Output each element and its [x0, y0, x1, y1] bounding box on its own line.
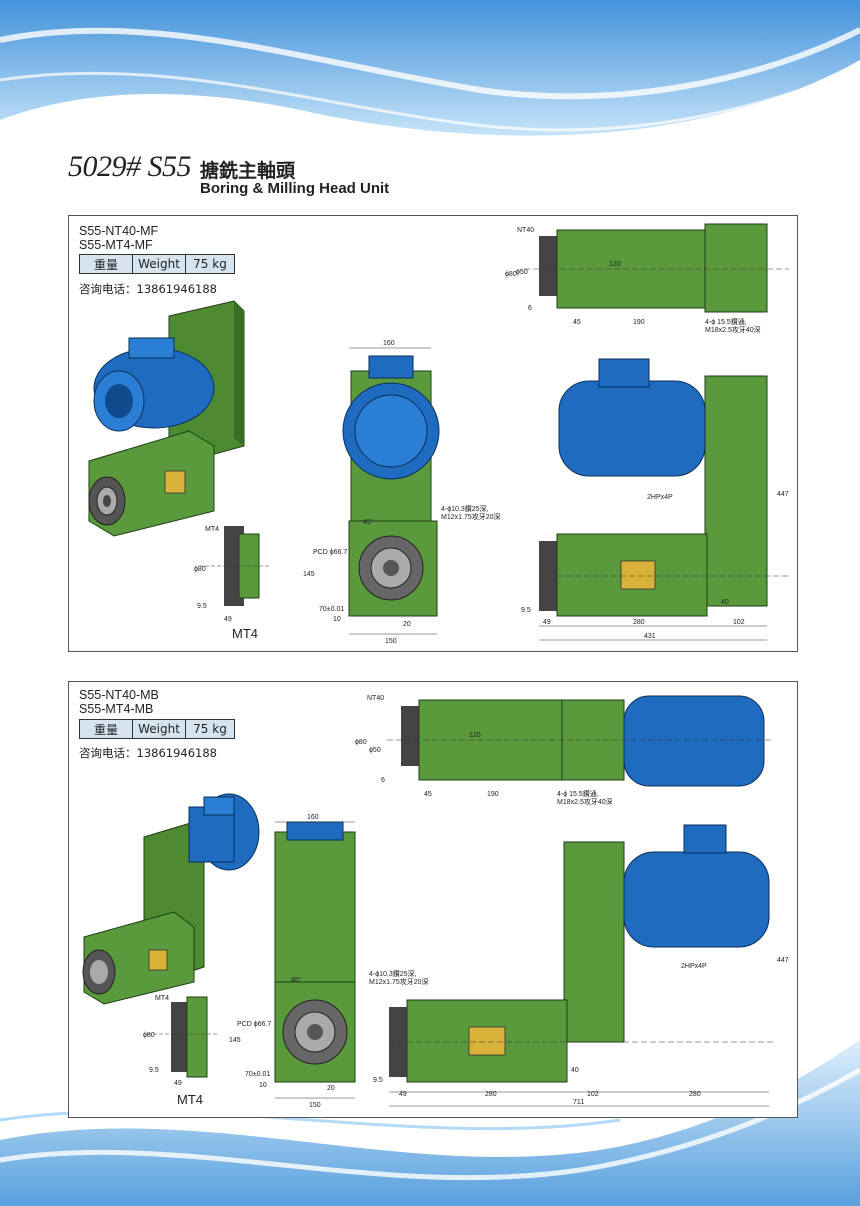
dim-9-5-side: 9.5	[373, 1077, 383, 1084]
panel-mb-drawings: MT4 ϕ80 9.5 49 MT4 160 45° PCD ϕ66.7 145…	[82, 695, 789, 1109]
side-view: 2HPx4P 447 40 9.5 49 280 102 280 711	[373, 824, 789, 1107]
weight-value: 75 kg	[185, 719, 235, 739]
dim-hole2: M18x2.5攻牙40深	[705, 325, 761, 334]
dim-tap2: M12x1.75攻牙20深	[369, 977, 429, 986]
dim-total: 431	[644, 633, 656, 640]
contact-phone: 咨询电话：13861946188	[79, 746, 217, 760]
dim-49-side: 49	[399, 1091, 407, 1098]
dim-tap1: 4-ϕ10.3鑽25深,	[369, 969, 417, 978]
dim-447: 447	[777, 491, 789, 498]
dim-d80: ϕ80	[194, 566, 206, 573]
dim-tap1: 4-ϕ10.3鑽25深,	[441, 504, 489, 513]
dim-45deg: 45°	[363, 518, 374, 526]
dim-nt40: NT40	[367, 695, 384, 702]
dim-20: 20	[327, 1085, 335, 1092]
weight-table: 重量 Weight 75 kg	[79, 254, 235, 274]
panel-mf-drawings: MT4 ϕ80 9.5 49 MT4 160 45° PCD ϕ66.7 145…	[88, 223, 789, 645]
iso-view	[82, 793, 260, 1005]
dim-total: 711	[573, 1099, 584, 1106]
dim-hole1: 4-ϕ 15.5鑽通,	[557, 789, 599, 798]
weight-value: 75 kg	[185, 254, 235, 274]
mt4-view: MT4 ϕ80 9.5 49 MT4	[143, 995, 219, 1107]
dim-102: 102	[733, 619, 745, 626]
dim-hp: 2HPx4P	[647, 494, 673, 501]
dim-70: 70±0.01	[319, 606, 344, 613]
dim-20: 20	[403, 621, 411, 628]
dim-10: 10	[333, 616, 341, 623]
dim-70: 70±0.01	[245, 1071, 270, 1078]
dim-160: 160	[383, 340, 395, 347]
dim-190: 190	[487, 791, 499, 798]
panel-mb: MT4 ϕ80 9.5 49 MT4 160 45° PCD ϕ66.7 145…	[68, 681, 798, 1118]
panel-mf: MT4 ϕ80 9.5 49 MT4 160 45° PCD ϕ66.7 145…	[68, 215, 798, 652]
dim-40: 40	[571, 1067, 579, 1074]
dim-mt4: MT4	[155, 995, 169, 1002]
dim-49: 49	[174, 1080, 182, 1087]
weight-label-en: Weight	[132, 719, 186, 739]
iso-view	[88, 300, 245, 537]
weight-table: 重量 Weight 75 kg	[79, 719, 235, 739]
weight-label-en: Weight	[132, 254, 186, 274]
dim-145: 145	[229, 1037, 241, 1044]
contact-phone: 咨询电话：13861946188	[79, 282, 217, 296]
dim-hole2: M18x2.5攻牙40深	[557, 797, 613, 806]
model-name: S55-NT40-MB	[79, 688, 159, 702]
dim-447: 447	[777, 957, 789, 964]
dim-49-side: 49	[543, 619, 551, 626]
dim-9-5: 9.5	[149, 1067, 159, 1074]
dim-pcd: PCD ϕ66.7	[313, 549, 347, 556]
front-view: 160 45° PCD ϕ66.7 145 70±0.01 10 20 150 …	[229, 814, 429, 1109]
weight-label-cn: 重量	[79, 254, 133, 274]
dim-280: 280	[633, 619, 645, 626]
weight-label-cn: 重量	[79, 719, 133, 739]
mt4-label: MT4	[232, 626, 258, 641]
dim-49: 49	[224, 616, 232, 623]
side-view: 2HPx4P 447 40 9.5 49 280 102 431	[521, 358, 789, 641]
dim-45: 45	[573, 319, 581, 326]
dim-120: 120	[609, 261, 621, 268]
dim-mt4: MT4	[205, 526, 219, 533]
dim-hole1: 4-ϕ 15.5鑽通,	[705, 317, 747, 326]
dim-190: 190	[633, 319, 645, 326]
dim-45deg: 45°	[291, 976, 302, 984]
dim-d80-top: ϕ80	[505, 271, 517, 278]
top-view: NT40 ϕ80 ϕ50 120 6 45 190 4-ϕ 15.5鑽通, M1…	[355, 695, 774, 806]
dim-280b: 280	[689, 1091, 701, 1098]
product-code: 5029# S55	[68, 150, 192, 183]
top-view: NT40 ϕ80 ϕ50 120 6 45 190 4-ϕ 15.5鑽通, M1…	[505, 223, 789, 334]
dim-d80: ϕ80	[143, 1032, 155, 1039]
dim-102: 102	[587, 1091, 599, 1098]
dim-280: 280	[485, 1091, 497, 1098]
product-title-cn: 搪銑主軸頭	[200, 160, 296, 182]
dim-d50: ϕ50	[516, 269, 528, 276]
dim-tap2: M12x1.75攻牙20深	[441, 512, 501, 521]
dim-150: 150	[309, 1102, 321, 1109]
product-title-en: Boring & Milling Head Unit	[200, 180, 390, 197]
dim-pcd: PCD ϕ66.7	[237, 1021, 271, 1028]
dim-d80-top: ϕ80	[355, 739, 367, 746]
dim-40: 40	[721, 599, 729, 606]
dim-9-5: 9.5	[197, 603, 207, 610]
model-name: S55-NT40-MF	[79, 224, 159, 238]
dim-hp: 2HPx4P	[681, 963, 707, 970]
dim-145: 145	[303, 571, 315, 578]
dim-d50: ϕ50	[369, 747, 381, 754]
dim-6: 6	[381, 777, 385, 784]
dim-160: 160	[307, 814, 319, 821]
dim-9-5-side: 9.5	[521, 607, 531, 614]
mt4-label: MT4	[177, 1092, 203, 1107]
dim-nt40: NT40	[517, 227, 534, 234]
dim-45: 45	[424, 791, 432, 798]
dim-150: 150	[385, 638, 397, 645]
model-name: S55-MT4-MF	[79, 238, 153, 252]
model-name: S55-MT4-MB	[79, 702, 154, 716]
dim-10: 10	[259, 1082, 267, 1089]
dim-6: 6	[528, 305, 532, 312]
front-view: 160 45° PCD ϕ66.7 145 70±0.01 10 20 150 …	[303, 340, 501, 645]
mt4-view: MT4 ϕ80 9.5 49 MT4	[194, 526, 269, 641]
dim-120: 120	[469, 732, 481, 739]
